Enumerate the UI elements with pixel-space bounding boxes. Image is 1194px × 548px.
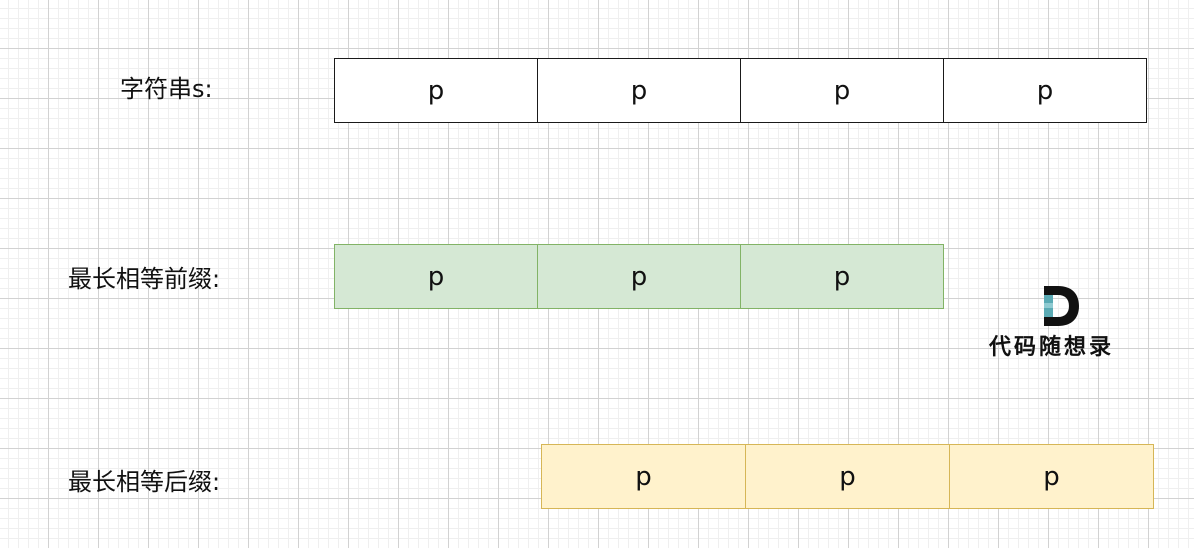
- logo-text: 代码随想录: [989, 334, 1115, 360]
- longest-suffix-label: 最长相等后缀:: [68, 468, 221, 496]
- prefix-cell: p: [537, 244, 741, 309]
- string-s-label: 字符串s:: [120, 75, 213, 103]
- longest-suffix-row: p p p: [541, 444, 1154, 509]
- string-s-cell: p: [334, 58, 538, 123]
- letter-d-logo-icon: [1044, 286, 1079, 326]
- longest-prefix-label: 最长相等前缀:: [68, 265, 221, 293]
- suffix-cell: p: [541, 444, 746, 509]
- string-s-cell: p: [740, 58, 944, 123]
- longest-prefix-row: p p p: [334, 244, 944, 309]
- watermark-logo: 代码随想录: [985, 283, 1130, 363]
- prefix-cell: p: [740, 244, 944, 309]
- string-s-cell: p: [943, 58, 1147, 123]
- prefix-cell: p: [334, 244, 538, 309]
- suffix-cell: p: [745, 444, 950, 509]
- suffix-cell: p: [949, 444, 1154, 509]
- string-s-cell: p: [537, 58, 741, 123]
- string-s-row: p p p p: [334, 58, 1147, 123]
